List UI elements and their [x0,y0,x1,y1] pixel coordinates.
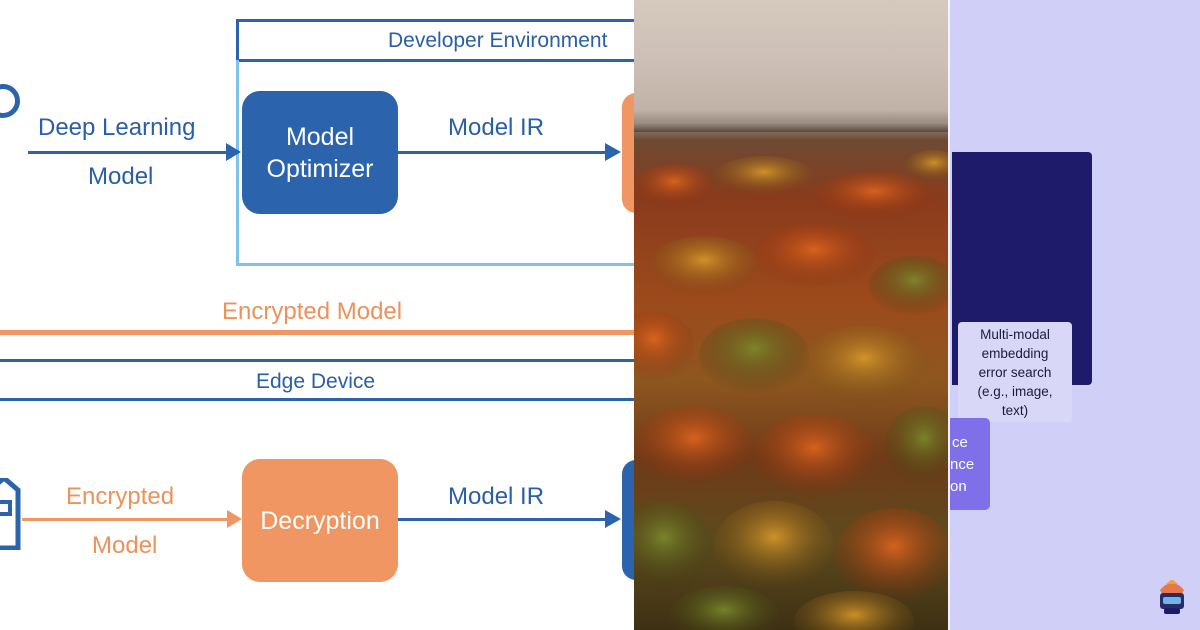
note-line5: text) [1001,402,1029,418]
edge-device-label: Edge Device [256,370,376,393]
autumn-forest-photo [634,0,950,630]
ir-label-bottom: Model IR [448,483,545,510]
optimizer-label-line2: Optimizer [266,154,374,183]
ir-arrow-bottom-head [605,510,621,528]
model-optimizer-node: Model Optimizer [242,91,398,214]
optimizer-label-line1: Model [285,122,355,151]
ir-arrow-top-line [398,151,608,154]
encrypted-input-line1: Encrypted [66,483,175,510]
forest-horizon [634,122,950,132]
next-node-top-edge [622,93,634,213]
input-arrow-head [226,143,241,161]
next-node-bottom-edge [622,460,634,580]
encrypted-model-label: Encrypted Model [222,298,403,325]
robot-badge-icon [1160,580,1184,614]
slide-fragment: Multi-modal embedding error search (e.g.… [950,0,1200,630]
note-line3: error search [978,364,1052,380]
encrypted-arrow-line [22,518,229,521]
purple-line2: nce [950,456,975,473]
input-arrow-line [28,151,228,154]
encrypted-input-line2: Model [92,532,158,559]
embedding-note-card: Multi-modal embedding error search (e.g.… [958,322,1072,422]
input-label-line2: Model [88,163,154,190]
purple-line1: ce [952,434,968,451]
note-line4: (e.g., image, [977,383,1053,399]
developer-env-frame-left-dark [236,19,239,61]
purple-line3: on [950,478,967,495]
purple-card: ce nce on [950,418,990,510]
decryption-label: Decryption [260,506,380,535]
ir-arrow-bottom-line [398,518,608,521]
ir-label-top: Model IR [448,114,545,141]
encrypted-arrow-head [227,510,242,528]
developer-env-frame-top [236,19,634,22]
developer-env-frame-bottom [236,263,634,266]
input-label-line1: Deep Learning [38,114,196,141]
decryption-node: Decryption [242,459,398,582]
ir-arrow-top-head [605,143,621,161]
developer-env-label: Developer Environment [388,29,608,52]
source-circle-icon [0,84,20,118]
developer-env-frame-left [236,60,239,266]
note-line1: Multi-modal [980,326,1050,342]
encrypted-model-line [0,330,634,335]
note-line2: embedding [981,345,1049,361]
forest-canopy [634,150,950,630]
pipeline-diagram: Developer Environment Deep Learning Mode… [0,19,634,582]
developer-env-frame-divider [236,59,634,62]
navy-card: Multi-modal embedding error search (e.g.… [952,152,1092,422]
edge-device-frame-divider [0,398,634,401]
edge-device-frame-top [0,359,634,362]
device-house-icon [0,478,21,550]
